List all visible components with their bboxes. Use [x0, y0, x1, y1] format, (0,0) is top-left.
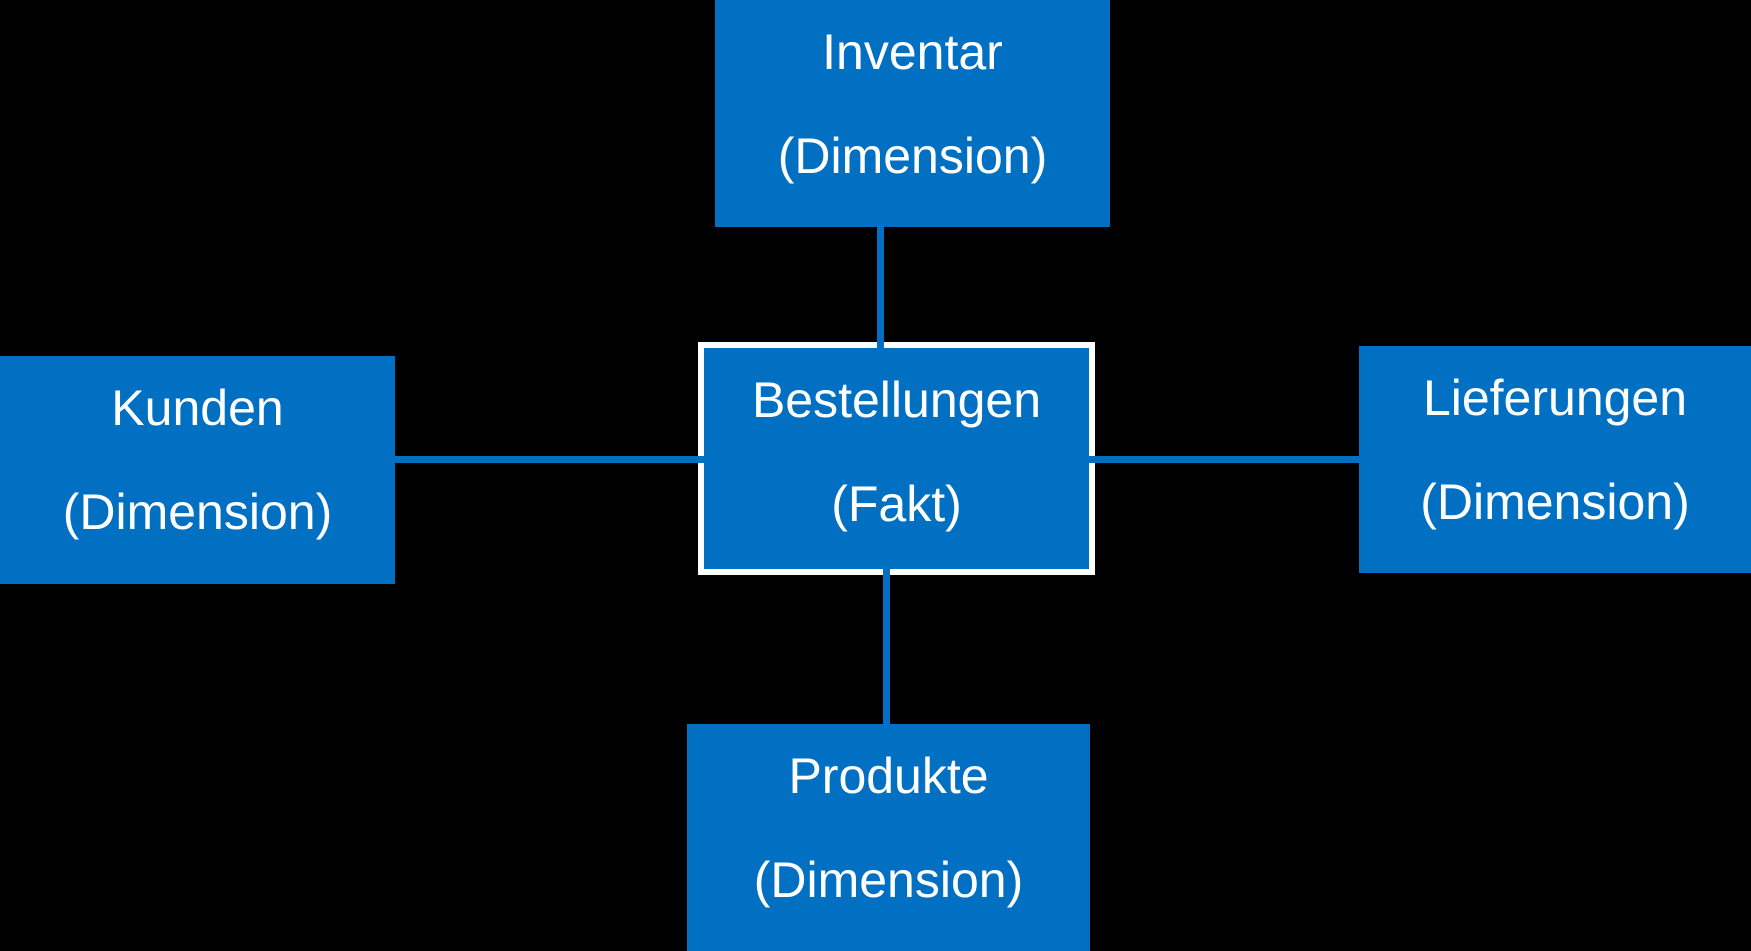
dimension-node-kunden: Kunden (Dimension) [0, 356, 395, 584]
node-subtitle: (Fakt) [831, 476, 962, 532]
node-title: Inventar [822, 24, 1003, 80]
dimension-node-lieferungen: Lieferungen (Dimension) [1359, 346, 1751, 573]
node-subtitle: (Dimension) [62, 484, 333, 540]
connector-produkte-bestellungen [883, 560, 890, 725]
node-subtitle: (Dimension) [753, 852, 1024, 908]
dimension-node-produkte: Produkte (Dimension) [687, 724, 1090, 951]
connector-lieferungen-bestellungen [1088, 456, 1361, 463]
connector-kunden-bestellungen [390, 456, 706, 463]
node-title: Lieferungen [1422, 370, 1688, 426]
node-title: Produkte [788, 748, 989, 804]
node-title: Bestellungen [751, 372, 1042, 428]
dimension-node-inventar: Inventar (Dimension) [715, 0, 1110, 227]
connector-inventar-bestellungen [877, 226, 884, 361]
node-subtitle: (Dimension) [777, 128, 1048, 184]
fact-node-bestellungen: Bestellungen (Fakt) [698, 342, 1095, 575]
node-title: Kunden [111, 380, 284, 436]
node-subtitle: (Dimension) [1420, 474, 1690, 530]
